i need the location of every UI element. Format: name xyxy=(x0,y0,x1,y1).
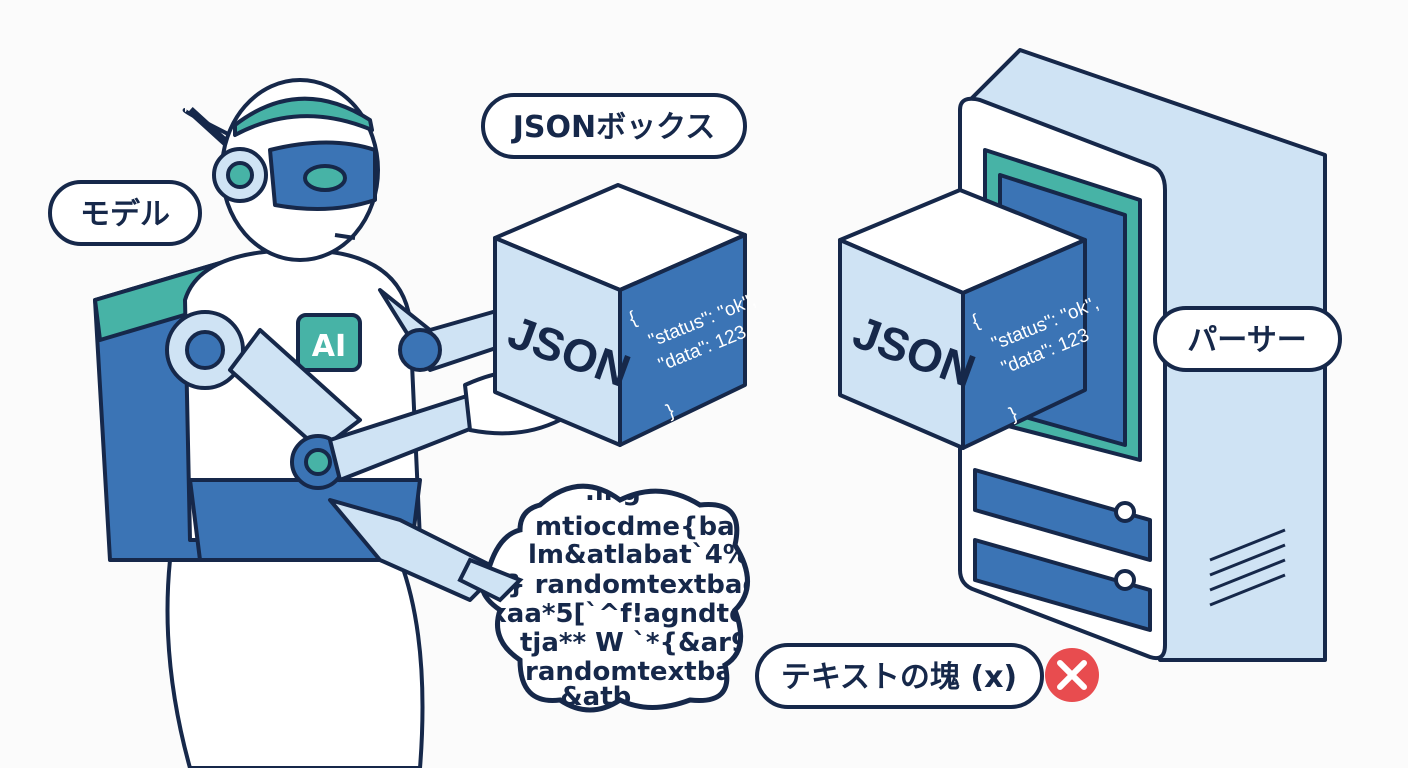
label-parser: パーサー xyxy=(1153,306,1342,372)
svg-text:tja** W `*{&ar9/: tja** W `*{&ar9/ xyxy=(520,628,759,658)
svg-text:mtiocdme{bade: mtiocdme{bade xyxy=(535,512,771,542)
svg-text:テキストの塊 (x): テキストの塊 (x) xyxy=(781,660,1017,695)
svg-text:モデル: モデル xyxy=(80,197,170,232)
robot-pointing-hand xyxy=(457,557,524,603)
svg-text:{}} randomtextbaderrx.: {}} randomtextbaderrx. xyxy=(470,570,831,600)
svg-text:パーサー: パーサー xyxy=(1187,323,1306,358)
json-cube-left xyxy=(493,183,747,447)
json-cube-right xyxy=(838,188,1087,450)
svg-text:randomtextbade: randomtextbade xyxy=(525,657,769,687)
x-circle-icon xyxy=(1045,648,1099,702)
svg-text:lm&atlabat`4%: lm&atlabat`4% xyxy=(528,540,749,570)
svg-text:.ing: .ing xyxy=(585,477,641,507)
svg-text:xaa*5[`^f!agndte`!&c: xaa*5[`^f!agndte`!&c xyxy=(490,599,810,629)
svg-text:JSONボックス: JSONボックス xyxy=(511,110,715,145)
robot-legs xyxy=(165,558,425,768)
ai-badge xyxy=(296,313,362,372)
label-json-box: JSONボックス xyxy=(481,93,747,159)
robot-model xyxy=(93,78,562,768)
label-model: モデル xyxy=(48,180,202,246)
label-text-blob: テキストの塊 (x) xyxy=(755,643,1044,709)
ai-badge-text: AI xyxy=(312,329,346,364)
